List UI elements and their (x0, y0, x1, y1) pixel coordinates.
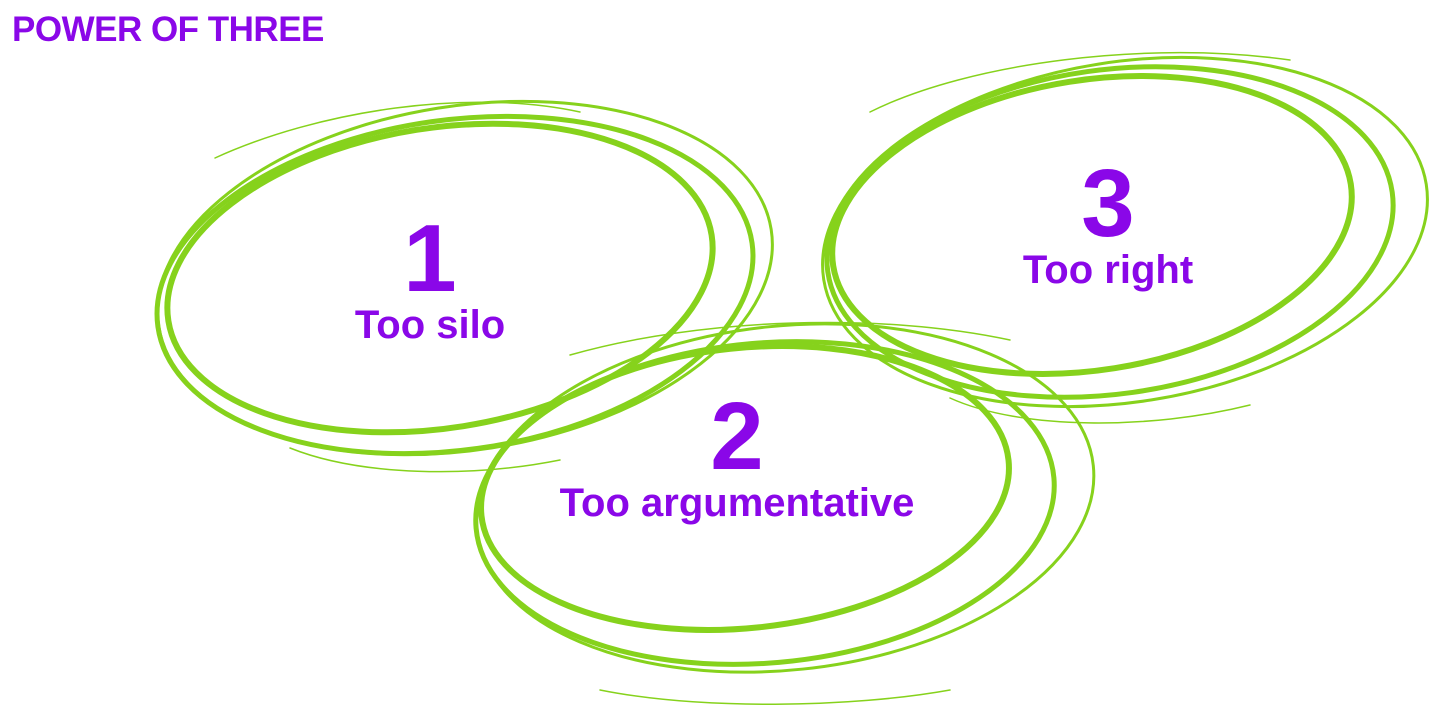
item-2-number: 2 (710, 383, 764, 490)
item-3-label: Too right (1022, 248, 1194, 292)
item-2: 2 Too argumentative (537, 383, 937, 526)
ring-2-stroke-c (474, 322, 1096, 674)
ring-2-stroke-a (478, 343, 1012, 633)
item-1: 1 Too silo (260, 205, 600, 348)
page-title: POWER OF THREE (12, 10, 324, 49)
ring-1-strokes (154, 99, 774, 473)
ring-2-tail-top (569, 321, 1011, 356)
item-3-number: 3 (1081, 150, 1135, 257)
ring-3-stroke-c (821, 55, 1429, 409)
ring-3-tail-top (869, 51, 1291, 113)
ring-2-tail-bottom (599, 689, 951, 705)
item-3: 3 Too right (958, 150, 1258, 293)
ring-3-tail-bottom (949, 397, 1251, 424)
item-1-label: Too silo (354, 303, 506, 347)
ring-1-stroke-c (156, 99, 774, 457)
ring-1-tail-top (214, 101, 581, 159)
item-1-number: 1 (403, 205, 457, 312)
ring-1-stroke-a (164, 120, 716, 436)
item-2-label: Too argumentative (559, 481, 915, 525)
ring-3-stroke-b (824, 64, 1396, 400)
ring-2-strokes (473, 321, 1096, 705)
ring-3-strokes (821, 51, 1429, 424)
ring-1-tail-bottom (289, 447, 561, 473)
ring-3-stroke-a (829, 73, 1355, 377)
